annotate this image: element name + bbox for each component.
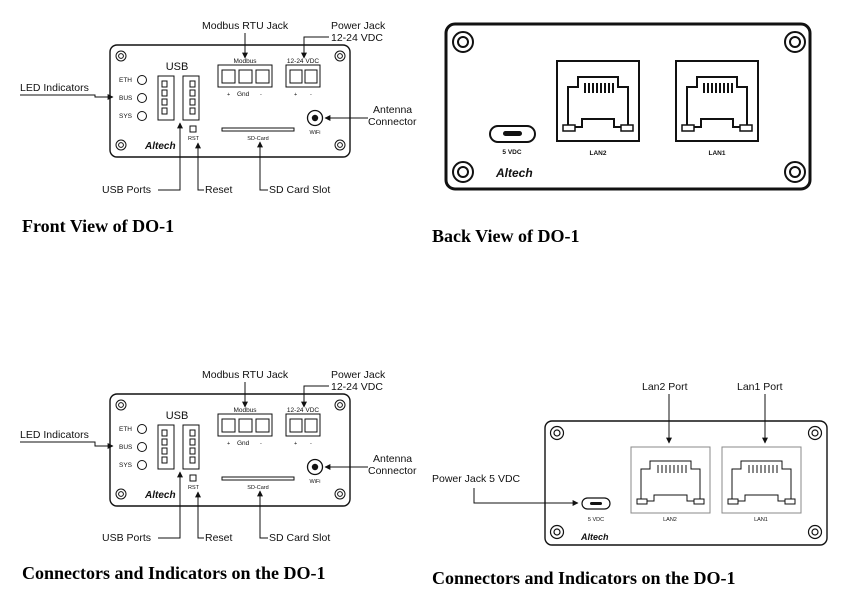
led-indicators-label: LED Indicators	[20, 429, 89, 441]
antenna-connector	[306, 458, 324, 476]
power-plus: +	[294, 92, 297, 98]
modbus-minus: -	[260, 441, 262, 447]
front-view-caption: Front View of DO-1	[22, 216, 174, 236]
led-eth-indicator	[137, 424, 147, 434]
sd-card-slot	[221, 476, 295, 481]
power-terminal	[285, 413, 321, 437]
power-jack-5vdc-label: Power Jack 5 VDC	[432, 473, 521, 485]
led-eth-label: ETH	[119, 426, 132, 433]
led-bus-indicator	[137, 442, 147, 452]
rst-label: RST	[188, 136, 200, 142]
power-minus: -	[310, 92, 312, 98]
connectors-caption-right: Connectors and Indicators on the DO-1	[432, 568, 736, 588]
five-vdc-label: 5 VDC	[588, 517, 604, 523]
led-bus-label: BUS	[119, 444, 133, 451]
led-indicators-label: LED Indicators	[20, 82, 89, 94]
led-sys-label: SYS	[119, 462, 133, 469]
lan1-label: LAN1	[754, 517, 768, 523]
antenna-connector-label: Connector	[368, 116, 417, 128]
antenna-label: Antenna	[373, 453, 412, 465]
modbus-label: Modbus	[233, 58, 257, 65]
lan2-label: LAN2	[663, 517, 677, 523]
sd-card-slot	[221, 127, 295, 132]
power-plus: +	[294, 441, 297, 447]
wifi-label: WiFi	[310, 130, 321, 136]
power-minus: -	[310, 441, 312, 447]
back-view-caption: Back View of DO-1	[432, 226, 580, 246]
led-bus-label: BUS	[119, 95, 133, 102]
power-terminal	[285, 64, 321, 88]
power-jack-label: Power Jack	[331, 20, 386, 32]
led-sys-label: SYS	[119, 113, 133, 120]
reset-button	[189, 125, 197, 133]
antenna-connector	[306, 109, 324, 127]
modbus-terminal	[217, 413, 273, 437]
modbus-gnd: Gnd	[237, 91, 250, 98]
lan2-port	[556, 60, 640, 142]
lan1-port-label: Lan1 Port	[737, 381, 783, 393]
power-terminal-label: 12-24 VDC	[287, 407, 319, 414]
brand-logo: Altech	[495, 166, 533, 180]
rst-label: RST	[188, 485, 200, 491]
sd-card-label: SD-Card	[247, 485, 268, 491]
lan2-label: LAN2	[590, 150, 607, 157]
led-sys-indicator	[137, 460, 147, 470]
usb-port-2	[182, 424, 200, 470]
brand-logo: Altech	[144, 141, 176, 152]
wifi-label: WiFi	[310, 479, 321, 485]
front-view-bottom: ETH BUS SYS USB Modbus + Gnd - 12-24 VDC	[20, 369, 417, 583]
modbus-rtu-jack-label: Modbus RTU Jack	[202, 20, 289, 32]
back-view-top: 5 VDC LAN2 LAN1 Altech Back View of DO-1	[432, 22, 812, 246]
usb-heading: USB	[166, 410, 189, 422]
lan2-port-label: Lan2 Port	[642, 381, 688, 393]
led-eth-label: ETH	[119, 77, 132, 84]
led-bus-indicator	[137, 93, 147, 103]
brand-logo: Altech	[580, 532, 609, 542]
front-view-top: ETH BUS SYS USB Modbus + Gnd - 12-24 VDC	[20, 20, 417, 236]
reset-label: Reset	[205, 532, 233, 544]
sd-card-slot-label: SD Card Slot	[269, 532, 330, 544]
connectors-caption-left: Connectors and Indicators on the DO-1	[22, 563, 326, 583]
led-eth-indicator	[137, 75, 147, 85]
led-sys-indicator	[137, 111, 147, 121]
power-jack-label: Power Jack	[331, 369, 386, 381]
usb-ports-label: USB Ports	[102, 184, 151, 196]
usb-port-1	[157, 424, 175, 470]
usb-ports-label: USB Ports	[102, 532, 151, 544]
modbus-plus: +	[227, 92, 230, 98]
modbus-minus: -	[260, 92, 262, 98]
modbus-label: Modbus	[233, 407, 257, 414]
sd-card-label: SD-Card	[247, 136, 268, 142]
power-terminal-label: 12-24 VDC	[287, 58, 319, 65]
modbus-gnd: Gnd	[237, 440, 250, 447]
sd-card-slot-label: SD Card Slot	[269, 184, 330, 196]
usb-heading: USB	[166, 61, 189, 73]
lan1-port	[721, 446, 802, 514]
antenna-label: Antenna	[373, 104, 412, 116]
usb-port-2	[182, 75, 200, 121]
reset-button	[189, 474, 197, 482]
modbus-plus: +	[227, 441, 230, 447]
lan2-port	[630, 446, 711, 514]
lan1-label: LAN1	[709, 150, 726, 157]
modbus-rtu-jack-label: Modbus RTU Jack	[202, 369, 289, 381]
usb-port-1	[157, 75, 175, 121]
power-jack-voltage-label: 12-24 VDC	[331, 32, 383, 44]
lan1-port	[675, 60, 759, 142]
modbus-terminal	[217, 64, 273, 88]
antenna-connector-label: Connector	[368, 465, 417, 477]
five-vdc-label: 5 VDC	[502, 149, 521, 156]
back-view-bottom: 5 VDC LAN2 LAN1 Altech Lan2 Port Lan1 Po…	[432, 381, 828, 588]
brand-logo: Altech	[144, 490, 176, 501]
power-jack-voltage-label: 12-24 VDC	[331, 381, 383, 393]
reset-label: Reset	[205, 184, 233, 196]
